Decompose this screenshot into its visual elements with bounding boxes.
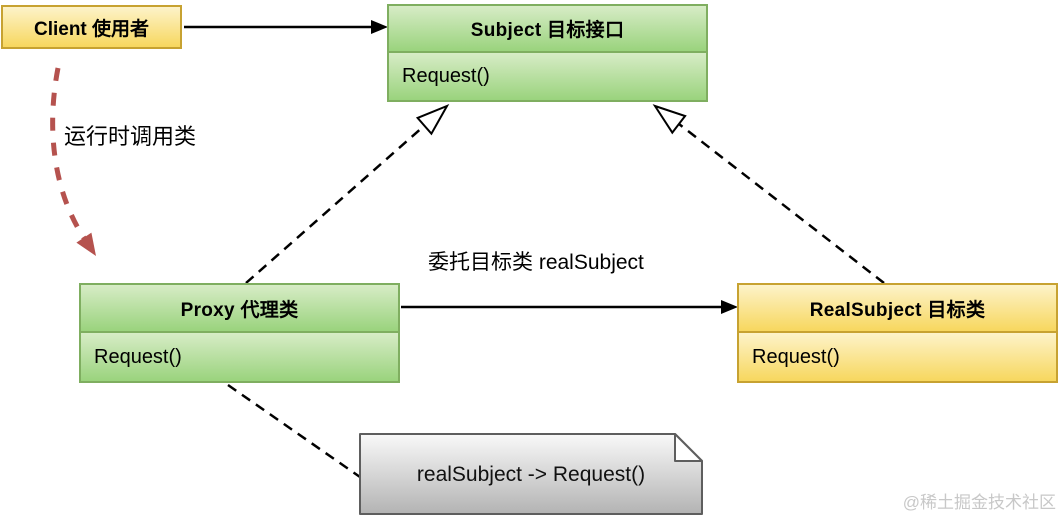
note-folded-corner: [674, 433, 703, 462]
realsubject-generalization-line: [678, 123, 885, 284]
client-to-proxy-red-dashed-curve: [50, 67, 87, 240]
class-proxy-title: Proxy 代理类: [81, 285, 398, 333]
client-to-proxy-red-arrowhead: [76, 232, 96, 256]
class-subject: Subject 目标接口 Request(): [387, 4, 708, 102]
class-subject-method: Request(): [389, 53, 706, 100]
class-client-title: Client 使用者: [33, 18, 150, 40]
class-proxy-method: Request(): [81, 333, 398, 381]
class-realsubject: RealSubject 目标类 Request(): [737, 283, 1058, 383]
class-proxy: Proxy 代理类 Request(): [79, 283, 400, 383]
delegation-label: 委托目标类 realSubject: [428, 251, 644, 274]
note-shape: [359, 433, 703, 515]
class-realsubject-method: Request(): [739, 333, 1056, 381]
class-client: Client 使用者: [1, 5, 182, 49]
note-text: realSubject -> Request(): [416, 463, 646, 486]
class-subject-title: Subject 目标接口: [389, 6, 706, 53]
runtime-call-label: 运行时调用类: [64, 124, 197, 149]
class-realsubject-title: RealSubject 目标类: [739, 285, 1056, 333]
proxy-generalization-hollow-triangle: [415, 104, 450, 136]
realsubject-generalization-hollow-triangle: [652, 104, 687, 135]
proxy-generalization-line: [245, 125, 425, 284]
proxy-to-realsubject-arrowhead: [721, 300, 738, 314]
proxy-to-note-line: [227, 383, 361, 479]
client-to-subject-arrowhead: [371, 20, 388, 34]
watermark: @稀土掘金技术社区: [902, 493, 1056, 512]
